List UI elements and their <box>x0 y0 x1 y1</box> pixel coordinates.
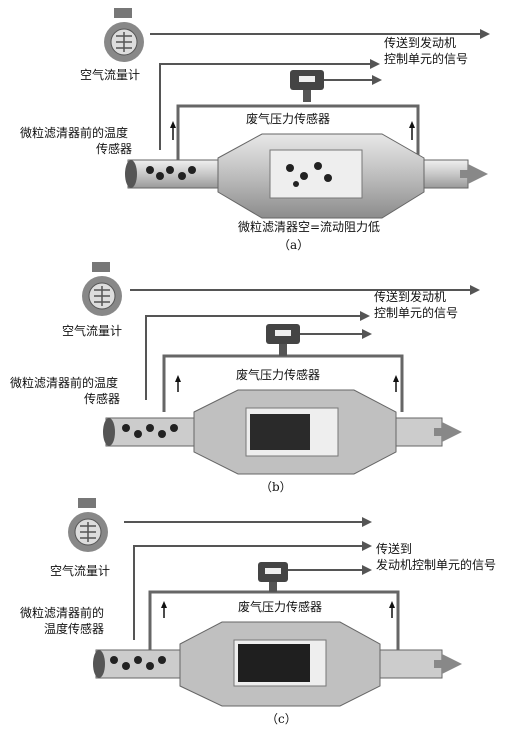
signal-label-line1: 传送到 <box>376 542 413 556</box>
temp-sensor-label-line2: 传感器 <box>84 392 121 406</box>
signal-label-line2: 控制单元的信号 <box>384 52 469 66</box>
caption-b: （b） <box>260 480 292 494</box>
airflow-label: 空气流量计 <box>62 324 123 338</box>
temp-sensor-label-line1: 微粒滤清器前的 <box>20 606 105 620</box>
signal-label-line2: 控制单元的信号 <box>374 306 459 320</box>
panel-a: 空气流量计 传送到发动机 控制单元的信号 废气压力传感器 微粒滤清器前的温度 传… <box>0 0 524 252</box>
soot-particles <box>286 162 332 187</box>
pressure-label: 废气压力传感器 <box>236 368 321 382</box>
signal-label-line1: 传送到发动机 <box>374 290 447 304</box>
air-flow-meter <box>82 262 122 316</box>
arrow-head <box>372 75 382 85</box>
air-flow-meter <box>68 498 108 552</box>
pressure-label: 废气压力传感器 <box>246 112 331 126</box>
arrow-head <box>480 29 490 39</box>
caption-a: （a） <box>278 238 310 252</box>
signal-label-line2: 发动机控制单元的信号 <box>376 558 497 572</box>
temp-sensor-label-line2: 传感器 <box>96 142 133 156</box>
airflow-label: 空气流量计 <box>80 68 141 82</box>
soot-deposit <box>238 644 310 682</box>
exhaust-arrow <box>442 422 462 442</box>
temp-signal-line <box>159 63 370 150</box>
temp-sensor-label-line2: 温度传感器 <box>44 622 105 636</box>
air-flow-meter <box>104 8 144 62</box>
exhaust-arrow <box>468 164 488 184</box>
signal-lines <box>150 33 480 150</box>
filter-core <box>269 149 363 199</box>
signal-label-line1: 传送到发动机 <box>384 36 457 50</box>
panel-c-diagram <box>68 498 462 707</box>
status-label: 微粒滤清器空=流动阻力低 <box>238 220 381 234</box>
panel-a-diagram <box>104 8 490 219</box>
caption-c: （c） <box>266 712 297 726</box>
temp-sensor-label-line1: 微粒滤清器前的温度 <box>20 126 129 140</box>
arrow-head <box>370 59 380 69</box>
panel-b: 空气流量计 传送到发动机 控制单元的信号 废气压力传感器 微粒滤清器前的温度 传… <box>0 252 524 496</box>
soot-deposit <box>250 414 310 450</box>
pressure-hose <box>176 104 420 160</box>
exhaust-arrow <box>442 654 462 674</box>
temp-sensor-label-line1: 微粒滤清器前的温度 <box>10 376 119 390</box>
panel-b-diagram <box>82 262 480 475</box>
pressure-label: 废气压力传感器 <box>238 600 323 614</box>
panel-c: 空气流量计 传送到 发动机控制单元的信号 废气压力传感器 微粒滤清器前的 温度传… <box>0 492 524 730</box>
airflow-label: 空气流量计 <box>50 564 111 578</box>
